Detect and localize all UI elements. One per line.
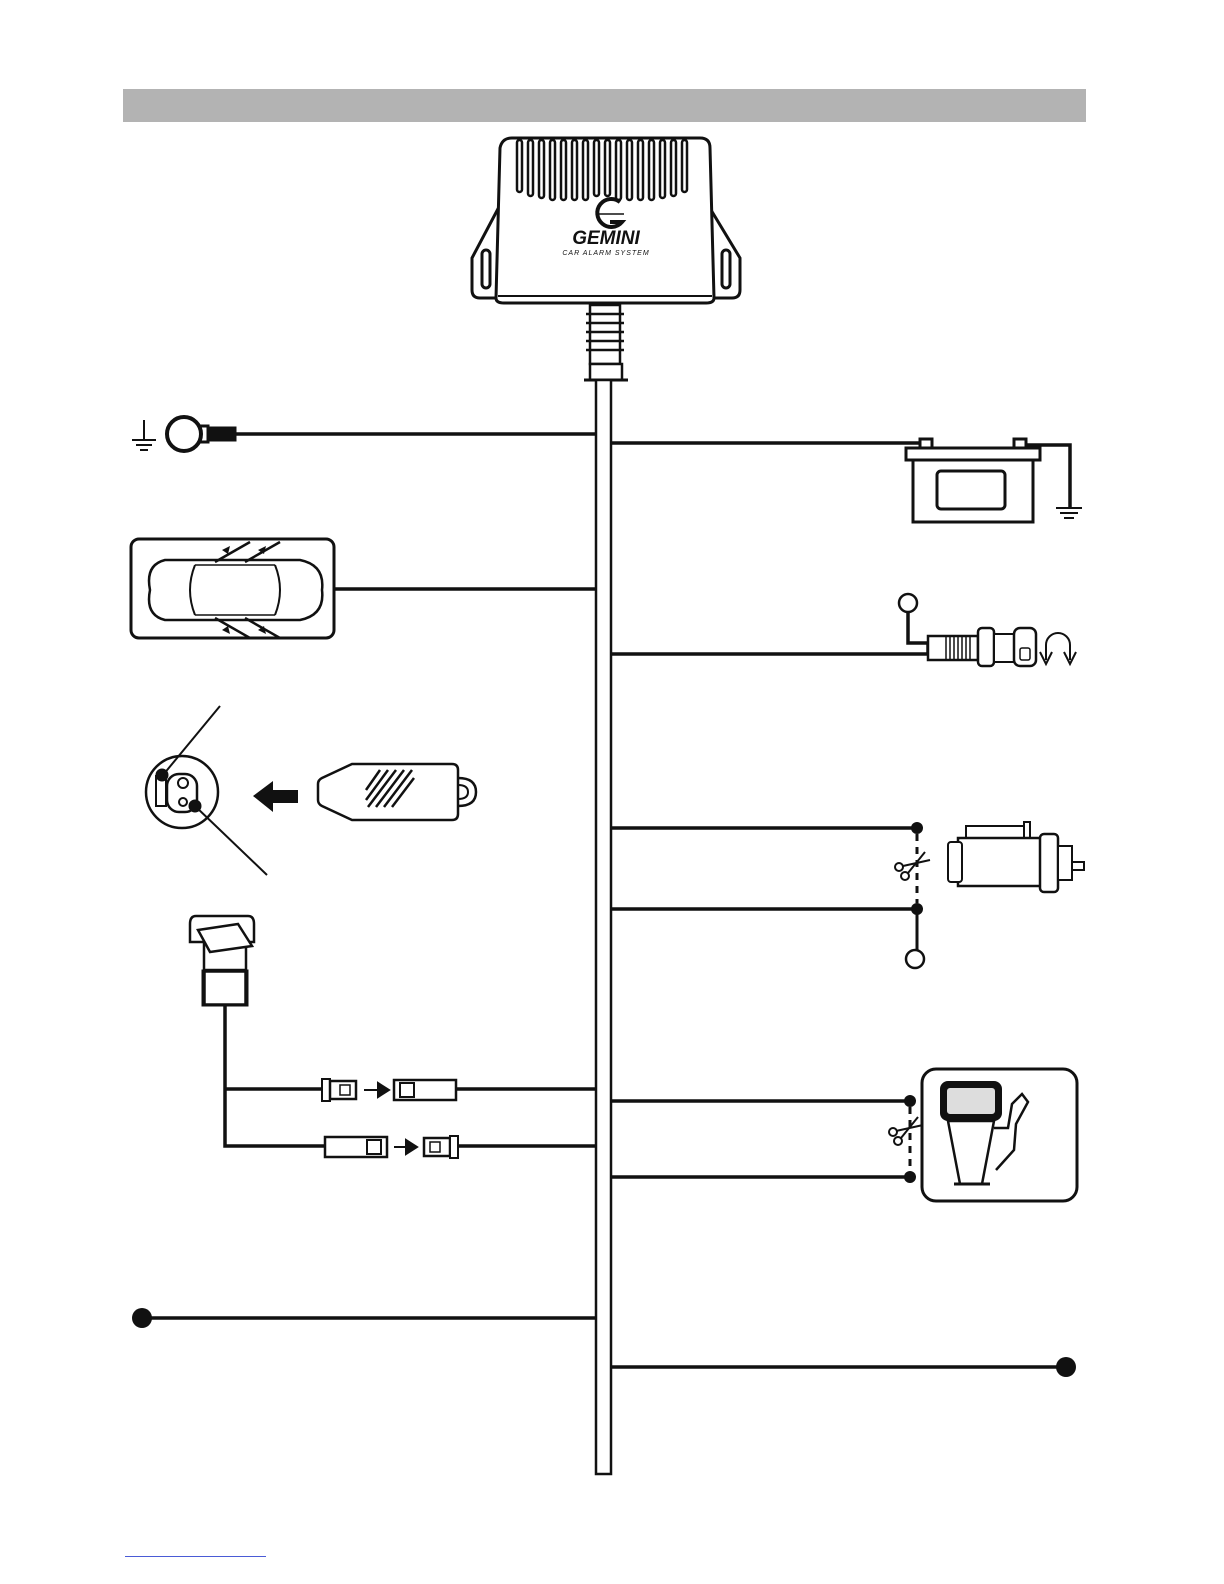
brand-name: GEMINI (572, 228, 640, 249)
main-harness (596, 380, 611, 1474)
right-wires (611, 443, 1066, 1367)
brand-tagline: CAR ALARM SYSTEM (562, 250, 649, 257)
battery-icon (906, 439, 1082, 522)
connector-pair-bottom (325, 1136, 458, 1158)
starter-motor-icon (906, 822, 1084, 968)
footer-link-underline[interactable] (125, 1556, 266, 1557)
led-indicator-icon (190, 916, 325, 1146)
cut-wire-scissors-icon (895, 852, 930, 880)
cut-wire-scissors-icon-2 (889, 1117, 923, 1145)
connector-pair-top (322, 1079, 456, 1101)
ground-ring-terminal-icon (132, 417, 236, 451)
car-doors-icon (131, 539, 334, 638)
wire-end-dot-icon-left (132, 1308, 152, 1328)
learning-button-icon (146, 706, 298, 875)
remote-transmitter-icon (318, 764, 476, 820)
control-unit (472, 138, 740, 303)
fuel-pump-icon (904, 1069, 1077, 1201)
wire-end-dot-icon-right (1056, 1357, 1076, 1377)
cable-strain-relief (584, 305, 628, 380)
left-wires (142, 434, 596, 1318)
